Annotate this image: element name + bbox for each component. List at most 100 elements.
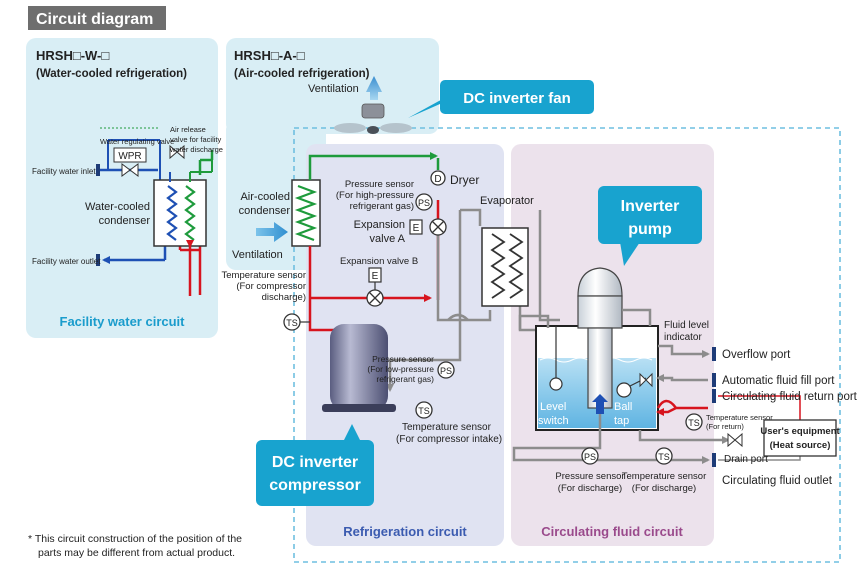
circulating-outlet-label: Circulating fluid outlet bbox=[722, 475, 833, 487]
air-release-label-2: valve for facility bbox=[170, 135, 222, 144]
temp-sensor-intake-icon bbox=[415, 401, 433, 419]
users-equipment-label-2: (Heat source) bbox=[770, 440, 831, 451]
pressure-sensor-high-icon bbox=[415, 193, 433, 211]
facility-water-inlet-label: Facility water inlet bbox=[32, 167, 96, 176]
fluid-level-indicator-label-1: Fluid level bbox=[664, 320, 709, 331]
air-release-label-1: Air release bbox=[170, 125, 206, 134]
inverter-pump-callout bbox=[598, 186, 702, 244]
overflow-port-icon bbox=[712, 347, 716, 361]
expansion-valve-b-label: Expansion valve B bbox=[340, 256, 418, 267]
pump-callout-pointer bbox=[620, 242, 640, 266]
temp-sensor-intake-label-1: Temperature sensor bbox=[402, 422, 492, 433]
ts-discharge-symbol: TS bbox=[286, 318, 298, 328]
water-regulating-valve-icon bbox=[121, 163, 139, 177]
title-bar bbox=[28, 6, 166, 30]
ps-high-symbol: PS bbox=[418, 198, 430, 208]
circulating-outlet-port-icon bbox=[712, 453, 716, 467]
evaporator-label: Evaporator bbox=[480, 195, 534, 207]
ts-intake-symbol: TS bbox=[418, 406, 430, 416]
water-cooled-condenser-label-2: condenser bbox=[99, 215, 151, 227]
pressure-sensor-high-label-3: refrigerant gas) bbox=[350, 201, 414, 212]
air-cooled-subtitle: (Air-cooled refrigeration) bbox=[234, 68, 370, 80]
ventilation-left-arrow bbox=[256, 222, 288, 242]
ts-discharge2-symbol: TS bbox=[658, 452, 670, 462]
ventilation-top-label: Ventilation bbox=[308, 83, 359, 95]
auto-fill-port-icon bbox=[712, 373, 716, 387]
pump-flow-arrow bbox=[592, 394, 608, 414]
water-cooled-condenser-label-1: Water-cooled bbox=[85, 201, 150, 213]
temp-sensor-discharge-label-3: discharge) bbox=[262, 292, 306, 303]
circulating-piping bbox=[512, 308, 801, 464]
water-cooled-subtitle: (Water-cooled refrigeration) bbox=[36, 68, 187, 80]
e-a-symbol: E bbox=[413, 223, 420, 234]
unit-boundary bbox=[293, 127, 841, 563]
ventilation-up-arrow bbox=[366, 76, 382, 100]
evaporator bbox=[481, 227, 529, 307]
drain-port-label: Drain port bbox=[724, 454, 768, 465]
pressure-sensor-discharge-label-1: Pressure sensor bbox=[555, 471, 624, 482]
water-regulating-valve-label: Water regulating valve bbox=[100, 137, 174, 146]
wpr-box bbox=[113, 147, 147, 163]
dryer-icon bbox=[430, 170, 446, 186]
expansion-valve-a-label-1: Expansion bbox=[354, 219, 405, 231]
wpr-label: WPR bbox=[118, 151, 141, 162]
users-equipment-box bbox=[763, 419, 837, 457]
air-cooled-panel bbox=[226, 38, 439, 134]
expansion-valve-a-e-box bbox=[409, 219, 423, 235]
level-switch-label-1: Level bbox=[540, 401, 566, 413]
pressure-sensor-low-icon bbox=[437, 361, 455, 379]
circulating-caption: Circulating fluid circuit bbox=[541, 524, 683, 539]
pressure-sensor-low-label-1: Pressure sensor bbox=[372, 354, 434, 364]
pressure-sensor-high-label-2: (For high-pressure bbox=[336, 190, 414, 201]
inverter-pump-label-1: Inverter bbox=[621, 198, 680, 215]
temp-sensor-discharge-label-2: (For compressor bbox=[236, 281, 306, 292]
overflow-port-label: Overflow port bbox=[722, 349, 791, 361]
air-cooled-model: HRSH□-A-□ bbox=[234, 48, 305, 63]
ball-tap-label-1: Ball bbox=[614, 401, 632, 413]
dc-inverter-fan-callout bbox=[440, 80, 594, 114]
dc-inverter-compressor-callout bbox=[256, 440, 374, 506]
facility-water-panel bbox=[26, 38, 218, 338]
refrigeration-caption: Refrigeration circuit bbox=[343, 524, 467, 539]
ps-low-symbol: PS bbox=[440, 366, 452, 376]
facility-water-circuit: WPR bbox=[96, 127, 214, 296]
pressure-sensor-high-label-1: Pressure sensor bbox=[345, 179, 414, 190]
temp-sensor-discharge2-label-2: (For discharge) bbox=[632, 483, 696, 494]
temp-sensor-return-icon bbox=[685, 413, 703, 431]
footnote-line-2: parts may be different from actual produ… bbox=[38, 547, 235, 559]
users-equipment-label-1: User's equipment bbox=[760, 426, 840, 437]
fan-icon bbox=[334, 103, 412, 134]
auto-fill-port-label: Automatic fluid fill port bbox=[722, 375, 835, 387]
return-port-icon bbox=[712, 389, 716, 403]
ball-tap-icon bbox=[616, 382, 632, 398]
compressor-callout-pointer bbox=[344, 424, 360, 440]
pressure-sensor-discharge-label-2: (For discharge) bbox=[558, 483, 622, 494]
facility-water-caption: Facility water circuit bbox=[60, 314, 186, 329]
pressure-sensor-low-label-2: (For low-pressure bbox=[367, 364, 434, 374]
fluid-level-indicator-label-2: indicator bbox=[664, 332, 702, 343]
temp-sensor-intake-label-2: (For compressor intake) bbox=[396, 434, 502, 445]
temp-sensor-return-label-2: (For return) bbox=[706, 422, 744, 431]
air-cooled-condenser-label-1: Air-cooled bbox=[240, 191, 290, 203]
water-cooled-condenser bbox=[153, 179, 207, 247]
level-switch-icon bbox=[549, 377, 563, 391]
temp-sensor-return-label-1: Temperature sensor bbox=[706, 413, 773, 422]
expansion-valve-a-label-2: valve A bbox=[370, 233, 406, 245]
temp-sensor-discharge2-label-1: Temperature sensor bbox=[622, 471, 706, 482]
pressure-sensor-low-label-3: refrigerant gas) bbox=[376, 374, 434, 384]
inverter-pump-label-2: pump bbox=[628, 221, 672, 238]
temp-sensor-discharge2-icon bbox=[655, 447, 673, 465]
dc-inverter-fan-label: DC inverter fan bbox=[463, 90, 571, 107]
page-title: Circuit diagram bbox=[36, 11, 153, 28]
water-cooled-model: HRSH□-W-□ bbox=[36, 48, 109, 63]
ball-tap-label-2: tap bbox=[614, 415, 629, 427]
ventilation-left-label: Ventilation bbox=[232, 249, 283, 261]
dc-inverter-compressor-label-1: DC inverter bbox=[272, 454, 358, 471]
dryer-symbol: D bbox=[434, 174, 441, 185]
pressure-sensor-discharge-icon bbox=[581, 447, 599, 465]
facility-water-outlet-label: Facility water outlet bbox=[32, 257, 101, 266]
ts-return-symbol: TS bbox=[688, 418, 700, 428]
dc-inverter-compressor-label-2: compressor bbox=[269, 477, 361, 494]
footnote-line-1: * This circuit construction of the posit… bbox=[28, 533, 242, 545]
